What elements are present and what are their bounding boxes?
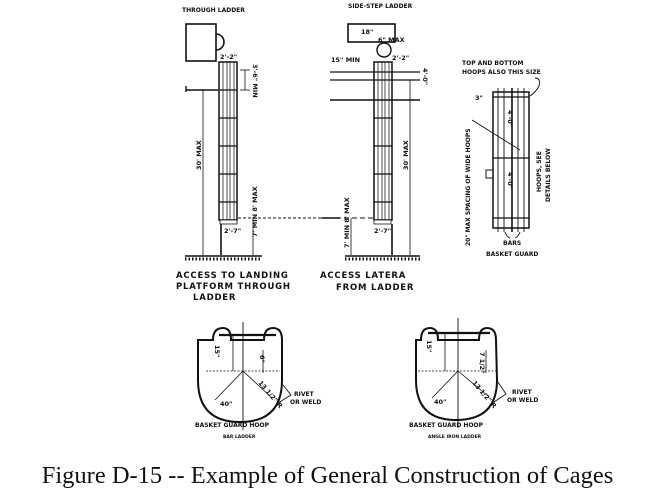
landing-platform [185, 23, 217, 62]
basket-bars-label: BARS [503, 240, 521, 247]
basket-guard-drawing: TOP AND BOTTOM HOOPS ALSO THIS SIZE 3" 4… [462, 60, 552, 258]
hatch-opening [215, 33, 225, 51]
dim-bottom-clear: 7' MIN 8' MAX [251, 186, 259, 237]
figure-caption: Figure D-15 -- Example of General Constr… [41, 462, 614, 489]
through-ladder-label-3: LADDER [193, 293, 236, 303]
through-ladder-label-1: ACCESS TO LANDING [176, 271, 289, 281]
bar-hoop-dim-a: 15" [213, 345, 221, 357]
dim-18: 18" [361, 28, 373, 36]
angle-hoop-rivet-1: RIVET [512, 389, 533, 396]
through-ladder-label-2: PLATFORM THROUGH [176, 282, 291, 292]
side-step-label-2: FROM LADDER [336, 283, 414, 293]
basket-hoops-note-2: DETAILS BELOW [545, 148, 552, 202]
bar-hoop-dim-b: 6" [258, 355, 266, 363]
side-step-ladder-drawing: SIDE-STEP LADDER 18" 6" MAX 15" MIN 2'-2… [320, 3, 429, 293]
basket-note-2: HOOPS ALSO THIS SIZE [462, 69, 541, 76]
dim-side-top-height: 4'-0" [421, 68, 429, 85]
side-hatch [376, 42, 392, 58]
basket-dim-top: 3" [475, 94, 483, 102]
basket-dim-spacing-1: 4'-0" [506, 110, 514, 127]
basket-note-1: TOP AND BOTTOM [462, 60, 524, 67]
basket-hoops-note-1: HOOPS, SEE [536, 151, 543, 192]
basket-dim-spacing-2: 4'-0" [506, 172, 514, 189]
angle-hoop-rivet-2: OR WELD [507, 397, 538, 404]
bar-hoop-dim-angle: 40" [220, 400, 232, 408]
dim-bottom-offset: 2'-7" [224, 227, 241, 235]
side-step-ladder-title: SIDE-STEP LADDER [348, 3, 413, 10]
dim-side-height: 30' MAX [402, 140, 410, 170]
angle-hoop-dim-b: 7 1/2" [478, 352, 486, 374]
through-ladder-cage [218, 61, 238, 225]
dim-15-min: 15" MIN [331, 56, 360, 64]
side-platform [347, 23, 396, 43]
side-step-label-1: ACCESS LATERA [320, 271, 406, 281]
basket-guard-title: BASKET GUARD [486, 251, 538, 258]
dim-side-bottom-offset: 2'-7" [374, 227, 391, 235]
angle-hoop-subtitle: ANGLE IRON LADDER [428, 434, 482, 440]
side-step-cage [373, 61, 393, 225]
dim-6-max: 6" MAX [378, 36, 405, 44]
bar-hoop-subtitle: BAR LADDER [223, 434, 256, 440]
bar-hoop-rivet-1: RIVET [294, 391, 315, 398]
dim-side-top-width: 2'-2" [392, 54, 409, 62]
angle-hoop-dim-a: 15" [425, 340, 433, 352]
through-ladder-title: THROUGH LADDER [182, 7, 245, 14]
dim-top-height: 3'-6" MIN [251, 64, 259, 98]
bar-hoop-rivet-2: OR WELD [290, 399, 321, 406]
angle-hoop-title: BASKET GUARD HOOP [409, 422, 484, 429]
dim-height: 30' MAX [195, 140, 203, 170]
basket-side-note: 20" MAX SPACING OF WIDE HOOPS [465, 128, 472, 246]
dim-top-width: 2'-2" [220, 53, 237, 61]
bar-hoop-title: BASKET GUARD HOOP [195, 422, 270, 429]
angle-hoop-dim-radius: 13 1/2" R [470, 379, 498, 410]
angle-hoop-dim-angle: 40" [434, 398, 446, 406]
hoop-bar-ladder-drawing: 15" 6" 13 1/2" R 40" RIVET OR WELD BASKE… [195, 322, 321, 440]
dim-side-bottom-clear: 7' MIN 8' MAX [343, 197, 351, 248]
through-ladder-drawing: THROUGH LADDER 2'-2" 3'-6" MIN [176, 7, 340, 303]
hoop-angle-iron-drawing: 15" 7 1/2" 13 1/2" R 40" RIVET OR WELD B… [409, 318, 538, 440]
